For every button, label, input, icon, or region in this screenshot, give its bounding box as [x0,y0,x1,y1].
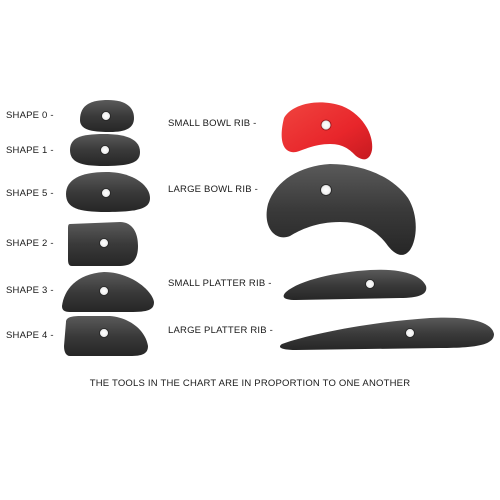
shape-3-rib [62,272,154,312]
large-bowl-rib [266,164,416,255]
label-shape-0: SHAPE 0 - [6,110,54,121]
hole-icon [100,145,110,155]
label-shape-4: SHAPE 4 - [6,330,54,341]
hole-icon [320,184,332,196]
shape-1-rib [70,134,140,166]
hole-icon [99,328,109,338]
hole-icon [405,328,415,338]
small-platter-rib [283,269,427,300]
label-shape-3: SHAPE 3 - [6,285,54,296]
label-large-platter-rib: LARGE PLATTER RIB - [168,325,273,336]
label-large-bowl-rib: LARGE BOWL RIB - [168,184,258,195]
hole-icon [99,238,109,248]
hole-icon [101,111,111,121]
shape-2-rib [68,222,138,266]
label-small-bowl-rib: SMALL BOWL RIB - [168,118,257,129]
large-platter-rib [279,317,494,350]
label-shape-2: SHAPE 2 - [6,238,54,249]
shape-4-rib [64,316,148,356]
hole-icon [365,279,375,289]
proportion-caption: THE TOOLS IN THE CHART ARE IN PROPORTION… [89,378,411,389]
shape-0-rib [80,100,134,132]
hole-icon [101,188,111,198]
hole-icon [99,286,109,296]
hole-icon [320,119,332,131]
small-bowl-rib [281,102,373,160]
shape-5-rib [66,172,150,212]
label-shape-1: SHAPE 1 - [6,145,54,156]
label-shape-5: SHAPE 5 - [6,188,54,199]
label-small-platter-rib: SMALL PLATTER RIB - [168,278,272,289]
